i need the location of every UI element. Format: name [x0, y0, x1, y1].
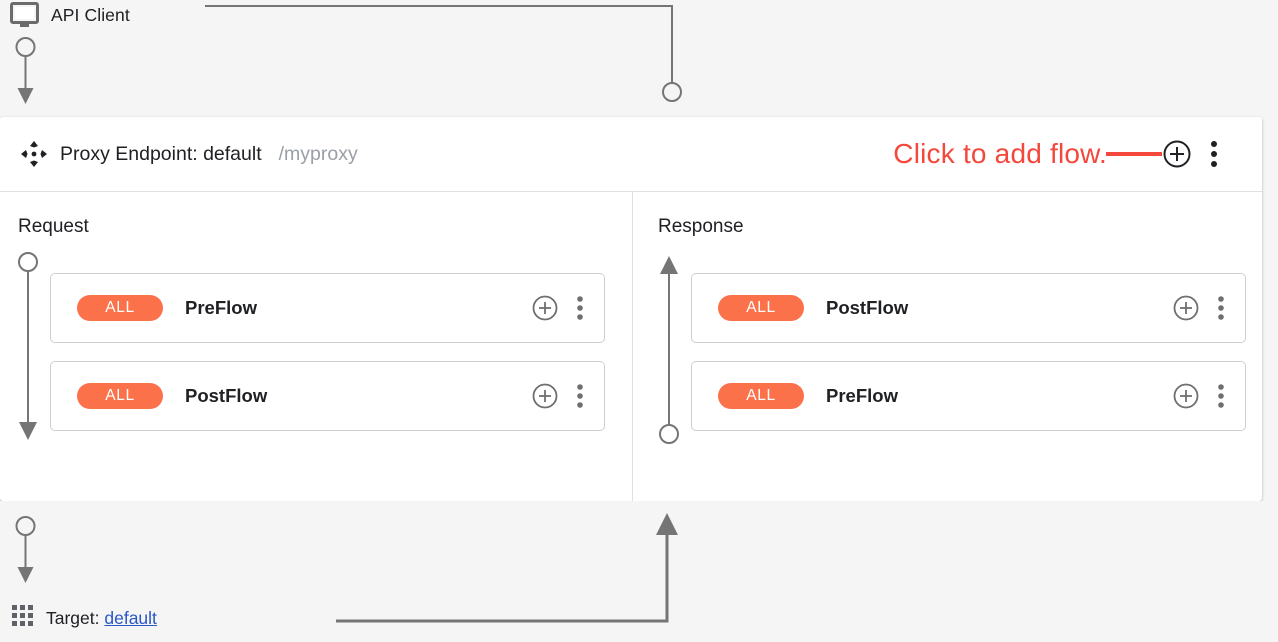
- grid-apps-icon: [12, 605, 34, 632]
- monitor-icon: [10, 2, 39, 29]
- flow-row-menu-button[interactable]: [568, 293, 592, 323]
- flow-row-actions: [530, 362, 592, 430]
- move-handle-icon[interactable]: [20, 140, 48, 168]
- client-to-proxy-connector: [205, 5, 682, 102]
- target-label: Target: default: [46, 608, 157, 629]
- flow-name: PostFlow: [826, 297, 909, 318]
- flow-row-menu-button[interactable]: [1209, 381, 1233, 411]
- api-client-strip: API Client: [0, 0, 1278, 118]
- add-step-button[interactable]: [530, 381, 560, 411]
- flow-name: PostFlow: [185, 385, 268, 406]
- proxy-endpoint-card: Proxy Endpoint: default /myproxy Click t…: [0, 117, 1262, 501]
- target-endpoint-strip: Target: default: [0, 501, 1278, 642]
- proxy-to-target-arrow: [15, 516, 36, 583]
- flow-row-actions: [530, 274, 592, 342]
- response-flow-list: ALL PostFlow: [691, 273, 1246, 449]
- proxy-endpoint-menu-button[interactable]: [1194, 137, 1234, 171]
- response-column: Response ALL PostFlow: [632, 192, 1262, 501]
- annotation-text: Click to add flow.: [893, 138, 1107, 169]
- request-column: Request ALL PreFlow: [0, 192, 632, 501]
- client-outbound-arrow: [15, 37, 36, 104]
- flow-row-actions: [1171, 274, 1233, 342]
- proxy-header-actions: Click to add flow.: [893, 117, 1262, 191]
- target-to-proxy-connector: [336, 513, 678, 623]
- target-label-text: Target:: [46, 608, 100, 628]
- flow-scope-badge: ALL: [718, 295, 804, 321]
- flow-scope-badge: ALL: [718, 383, 804, 409]
- flow-row-menu-button[interactable]: [1209, 293, 1233, 323]
- flow-row[interactable]: ALL PostFlow: [50, 361, 605, 431]
- request-flow-arrow-down: [18, 252, 38, 440]
- flow-row-actions: [1171, 362, 1233, 430]
- flow-scope-badge: ALL: [77, 295, 163, 321]
- flow-row[interactable]: ALL PreFlow: [691, 361, 1246, 431]
- proxy-basepath: /myproxy: [278, 142, 358, 165]
- add-step-button[interactable]: [1171, 381, 1201, 411]
- flow-row-menu-button[interactable]: [568, 381, 592, 411]
- flow-scope-badge: ALL: [77, 383, 163, 409]
- response-flow-arrow-up: [659, 256, 679, 444]
- response-column-title: Response: [658, 216, 744, 237]
- add-flow-button[interactable]: [1160, 137, 1194, 171]
- add-flow-annotation: Click to add flow.: [893, 138, 1162, 170]
- add-step-button[interactable]: [530, 293, 560, 323]
- flow-row[interactable]: ALL PreFlow: [50, 273, 605, 343]
- api-client-node[interactable]: API Client: [10, 2, 130, 29]
- target-endpoint-node[interactable]: Target: default: [12, 605, 157, 632]
- request-column-title: Request: [18, 216, 89, 237]
- api-client-label: API Client: [51, 5, 130, 25]
- request-flow-list: ALL PreFlow: [50, 273, 605, 449]
- add-step-button[interactable]: [1171, 293, 1201, 323]
- flow-name: PreFlow: [185, 297, 257, 318]
- annotation-pointer-line: [1106, 152, 1162, 156]
- target-endpoint-link[interactable]: default: [104, 608, 157, 628]
- proxy-endpoint-header: Proxy Endpoint: default /myproxy Click t…: [0, 117, 1262, 192]
- flow-columns: Request ALL PreFlow: [0, 192, 1262, 501]
- flow-row[interactable]: ALL PostFlow: [691, 273, 1246, 343]
- proxy-endpoint-title: Proxy Endpoint: default: [60, 142, 262, 165]
- flow-name: PreFlow: [826, 385, 898, 406]
